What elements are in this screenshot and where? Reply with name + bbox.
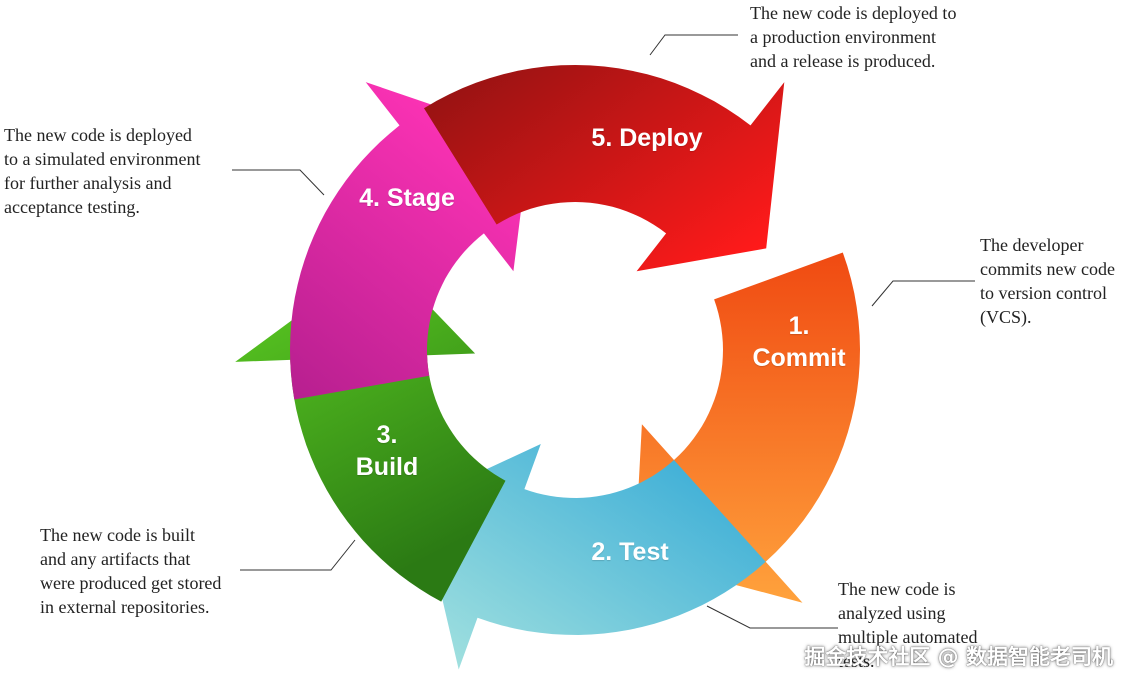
build-description: The new code is built and any artifacts … bbox=[40, 525, 222, 617]
stage-test-label: 2. Test bbox=[591, 538, 669, 566]
build-leader bbox=[240, 539, 356, 571]
commit-leader bbox=[871, 280, 975, 307]
stage-deploy-label: 5. Deploy bbox=[591, 124, 703, 152]
stage-description: The new code is deployed to a simulated … bbox=[4, 125, 201, 217]
test-arrow bbox=[419, 444, 766, 670]
stage-build-label: 3. Build bbox=[355, 421, 419, 481]
stage-leader bbox=[232, 169, 325, 196]
commit-description: The developer commits new code to versio… bbox=[980, 235, 1115, 327]
test-description: The new code is analyzed using multiple … bbox=[838, 579, 978, 671]
test-leader bbox=[706, 605, 838, 629]
deploy-leader bbox=[649, 34, 738, 56]
watermark: 掘金技术社区 @ 数据智能老司机 bbox=[804, 645, 1113, 669]
deploy-arrow bbox=[424, 65, 785, 272]
stage-stage-label: 4. Stage bbox=[359, 184, 455, 212]
stage-commit-label: 1. Commit bbox=[752, 312, 846, 372]
deploy-description: The new code is deployed to a production… bbox=[750, 3, 957, 71]
